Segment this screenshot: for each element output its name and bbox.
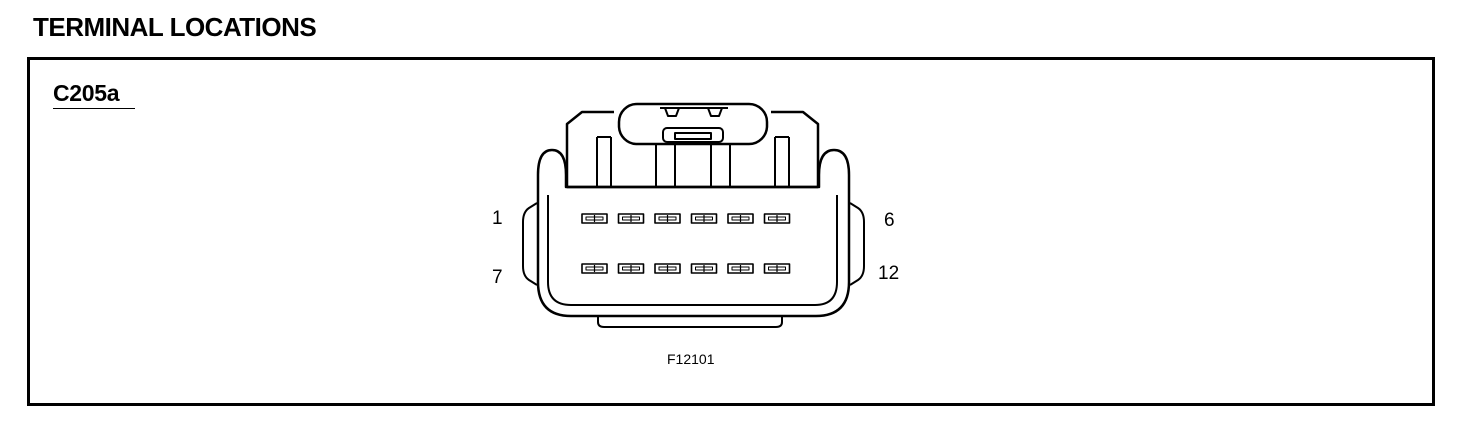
terminal-cavity-2 [617,213,645,224]
connector-id: C205a [53,80,120,106]
terminal-cavity-9 [654,263,681,274]
pin-label-top-left: 1 [492,208,503,229]
terminal-cavity-10 [690,263,718,274]
terminal-cavities [581,213,791,274]
diagram-frame [27,57,1435,406]
terminal-cavity-7 [581,263,608,274]
pin-label-top-right: 6 [884,210,895,231]
terminal-cavity-5 [727,213,754,224]
connector-id-underline [53,108,135,109]
terminal-cavity-11 [727,263,754,274]
terminal-cavity-3 [654,213,681,224]
connector-body [522,148,865,328]
page-title: TERMINAL LOCATIONS [33,12,317,42]
terminal-cavity-4 [690,213,718,224]
terminal-cavity-8 [617,263,645,274]
terminal-cavity-12 [763,263,791,274]
figure-code: F12101 [667,351,715,367]
pin-label-bottom-right: 12 [878,263,900,284]
connector-latch [617,102,769,146]
connector-upper-housing [565,110,820,189]
terminal-cavity-6 [763,213,791,224]
pin-label-bottom-left: 7 [492,267,503,288]
terminal-cavity-1 [581,213,608,224]
